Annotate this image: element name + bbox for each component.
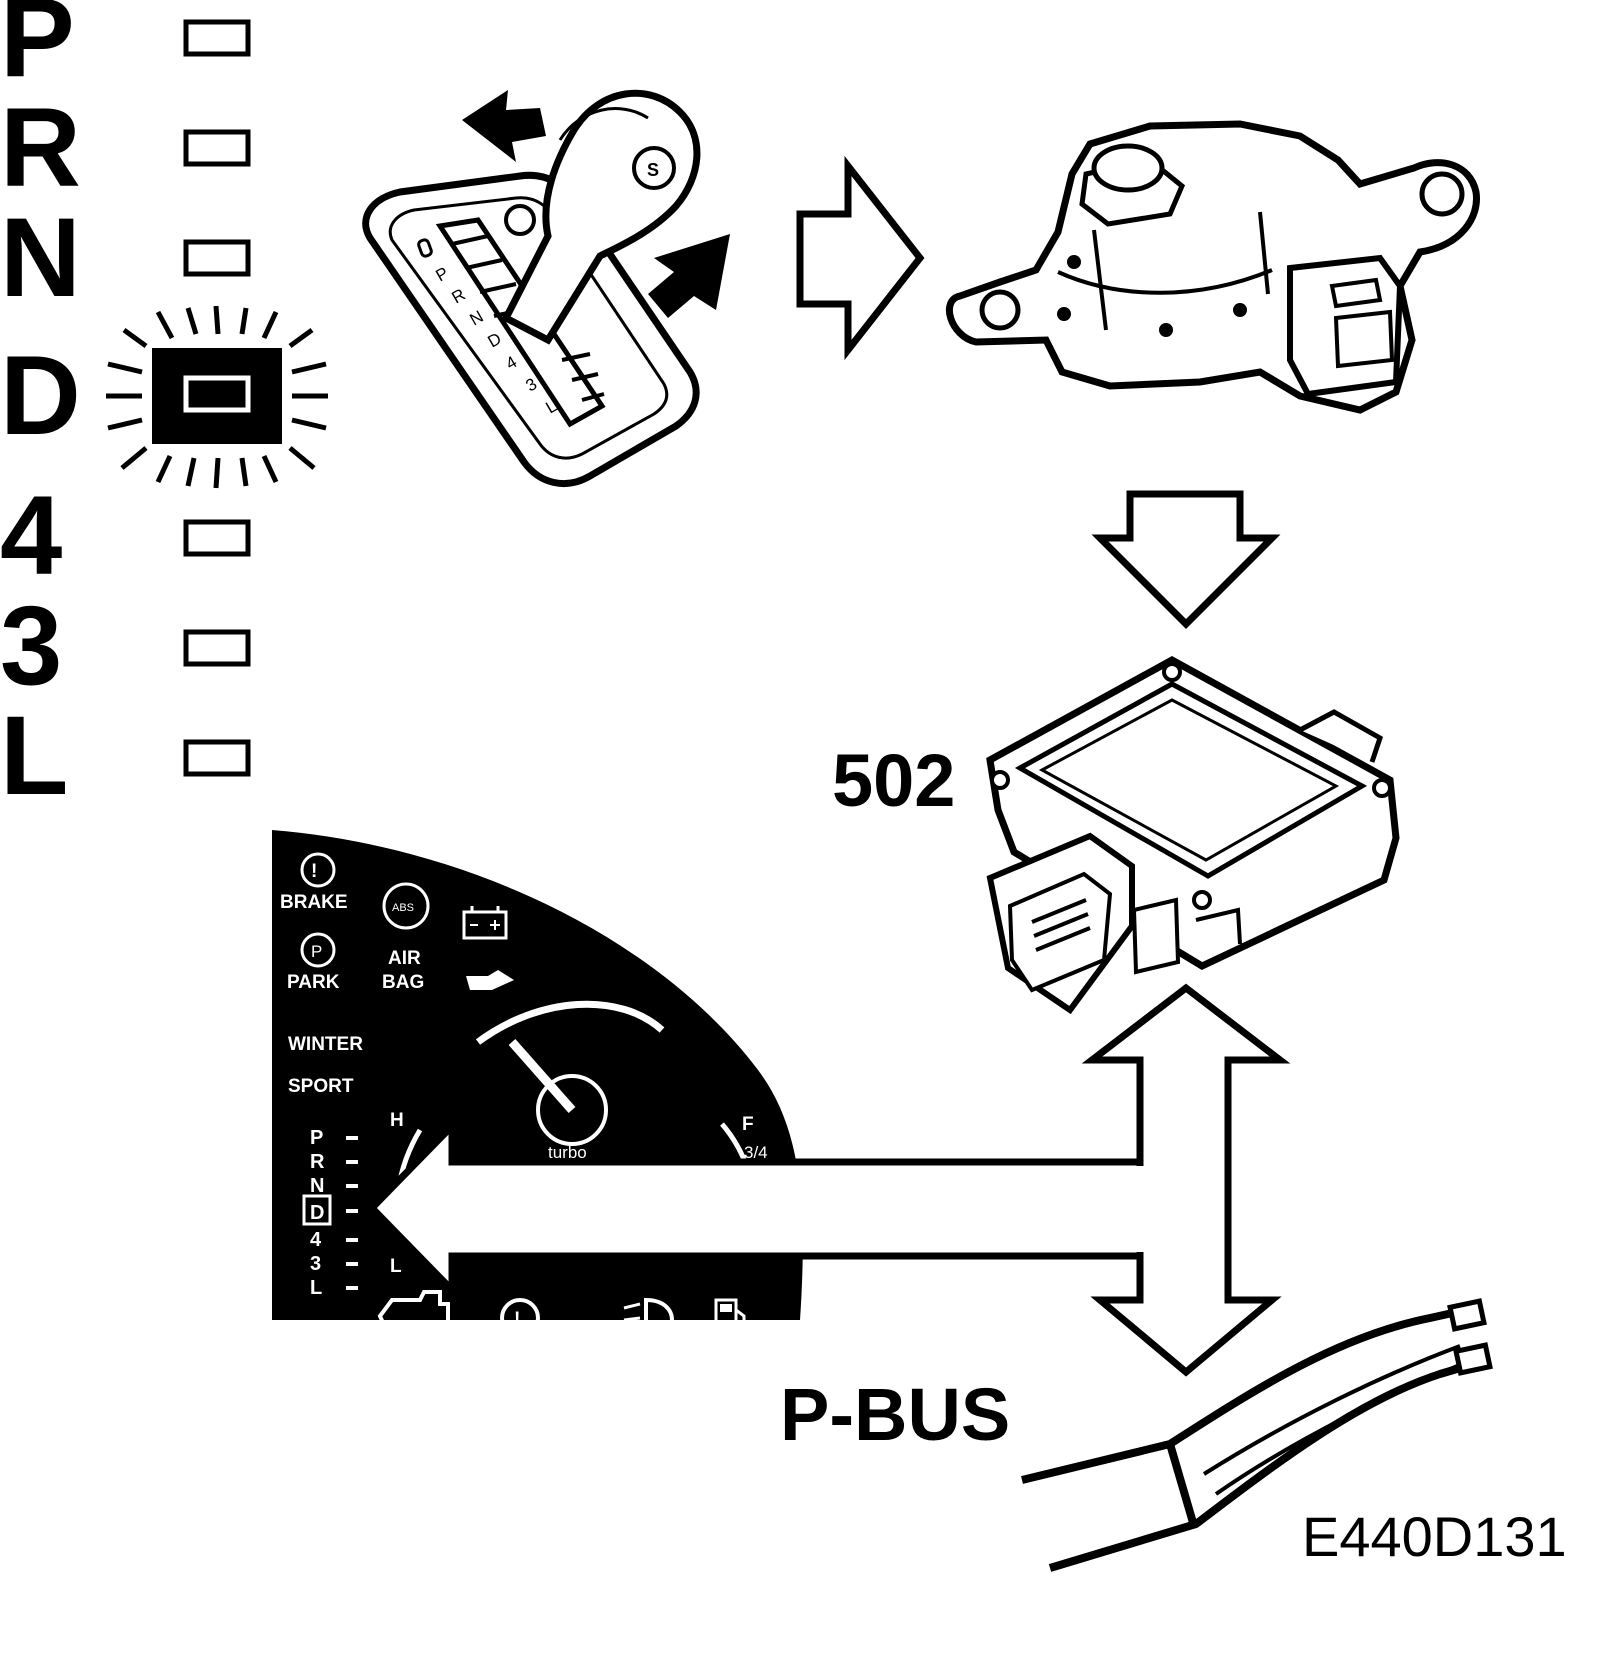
bidirectional-flow-arrow-icon [1081,983,1291,1377]
instrument-cluster: ! BRAKE P PARK ABS AIR BAG WINTER SPORT [272,830,803,1343]
brake-warning-icon [300,852,336,888]
check-engine-icon [377,1290,450,1336]
gear-lamp-3 [183,629,251,667]
down-flow-arrow-icon [1091,490,1281,629]
turbo-label: turbo [548,1143,587,1162]
gear-indicator-column: P R N D 4 3 L [0,0,328,818]
gear-lamp-d-lit [106,305,328,489]
bus-label: P-BUS [780,1373,1010,1456]
park-label: PARK [287,972,340,993]
cluster-gear-n: N [310,1175,324,1197]
svg-text:!: ! [514,1309,520,1330]
park-icon-mark: P [311,942,322,961]
fuel-full-label: F [742,1114,754,1135]
airbag-label-line2: BAG [382,972,424,993]
turbo-needle [508,1039,576,1113]
bus-cable: P-BUS [780,1298,1493,1572]
module-connector-pins [1031,898,1091,952]
knob-button [632,146,676,190]
knob-button-mark: S [647,160,659,180]
module-number-callout: 502 [832,739,955,822]
gear-letter-n: N [0,195,81,320]
gear-lamp-n [183,239,251,277]
abs-icon [382,882,430,930]
brake-icon-mark: ! [311,861,317,882]
fuel-fraction-label: 3/4 [744,1143,768,1162]
gear-letter-4: 4 [0,473,62,598]
gear-position-sensor [946,120,1480,414]
gear-letter-r: R [0,85,81,210]
shift-arrow-down-icon [648,234,730,318]
park-brake-icon [300,932,336,968]
turbo-gauge: turbo [475,1000,665,1162]
cluster-gear-r: R [310,1151,325,1173]
traction-icon: ! [500,1298,540,1338]
gear-letter-l: L [0,693,68,818]
winter-label: WINTER [288,1034,363,1055]
gear-lamp-p [183,19,251,57]
cluster-low-mark: L [390,1256,402,1277]
cluster-gear-d-box [302,1194,332,1226]
glow-rays [106,305,328,489]
gear-letter-3: 3 [0,583,62,708]
cluster-gear-l: L [310,1277,322,1299]
gear-letter-p: P [0,0,75,100]
shift-arrow-up-icon [462,90,546,162]
airbag-label-line1: AIR [388,948,421,969]
cluster-gear-indicator: P R N D 4 3 L L [302,1127,402,1299]
control-module: 502 [832,656,1400,1015]
right-flow-arrow-icon [796,155,925,361]
bus-communication-arrows [367,983,1291,1377]
gear-lamp-4 [183,519,251,557]
fog-light-icon [623,1297,675,1343]
sport-label: SPORT [288,1076,354,1097]
temp-high-label: H [390,1110,404,1131]
cluster-gear-d: D [310,1202,324,1224]
battery-icon [462,906,508,940]
gear-letter-d: D [0,333,81,458]
gear-lamp-l [183,739,251,777]
cluster-gear-4: 4 [310,1229,322,1251]
gear-shift-lever: P R N D 4 3 L S [362,89,730,487]
abs-icon-label: ABS [392,902,414,914]
cluster-gear-p: P [310,1127,323,1149]
cluster-gear-3: 3 [310,1253,321,1275]
fuel-pump-icon [714,1298,746,1334]
brake-label: BRAKE [280,892,348,913]
oil-can-icon [466,970,514,990]
gear-lamp-r [183,129,251,167]
figure-reference-id: E440D131 [1302,1505,1567,1568]
